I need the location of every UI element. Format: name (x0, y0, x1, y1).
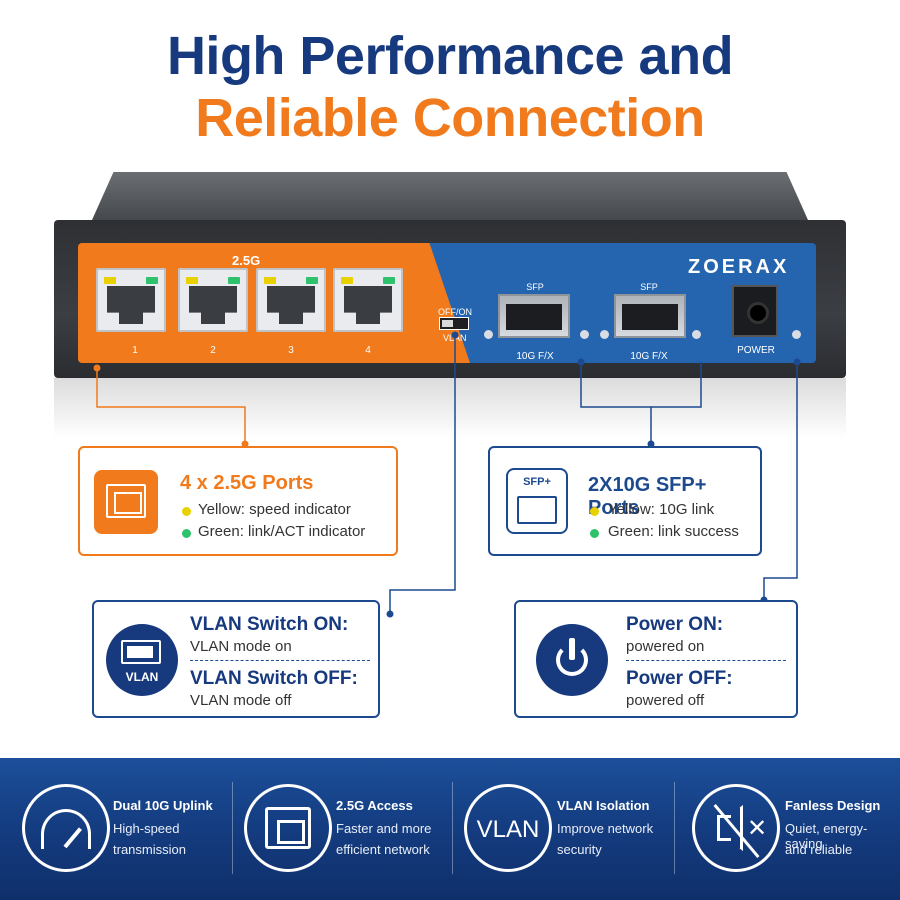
green-indicator-dot (590, 529, 599, 538)
yellow-indicator-dot (182, 507, 191, 516)
feature-text: security (557, 842, 602, 857)
headline-line-2: Reliable Connection (195, 88, 705, 148)
callout-power: Power ON: powered on Power OFF: powered … (514, 600, 798, 718)
sfp-icon-label: SFP+ (523, 476, 551, 488)
speedometer-icon (22, 784, 110, 872)
status-dot (580, 330, 589, 339)
link-led (146, 277, 158, 284)
feature-text: efficient network (336, 842, 430, 857)
vlan-off-text: VLAN mode off (190, 692, 292, 709)
power-on-title: Power ON: (626, 614, 724, 635)
separator (674, 782, 675, 874)
port-number: 1 (132, 345, 138, 356)
callout-sfp: SFP+ 2X10G SFP+ Ports Yellow: 10G link G… (488, 446, 762, 556)
feature-text: and reliable (785, 842, 853, 857)
ethernet-port-icon (94, 470, 158, 534)
features-band: Dual 10G Uplink High-speed transmission … (0, 758, 900, 900)
headline-line-1: High Performance and (166, 26, 734, 86)
callout-sfp-title: 2X10G SFP+ Ports (588, 474, 707, 519)
vlan-on-text: VLAN mode on (190, 638, 292, 655)
vlan-switch-top-label: OFF/ON (438, 307, 472, 317)
sfp-port-2 (614, 294, 686, 338)
port-number: 3 (288, 345, 294, 356)
status-dot (484, 330, 493, 339)
power-off-title: Power OFF: (626, 668, 733, 689)
port-number: 2 (210, 345, 216, 356)
power-icon (536, 624, 608, 696)
yellow-indicator-dot (590, 507, 599, 516)
ethernet-port-icon (244, 784, 332, 872)
vlan-off-title: VLAN Switch OFF: (190, 668, 358, 689)
power-caption: POWER (737, 345, 775, 356)
rj45-port-2 (178, 268, 248, 332)
feature-text: Faster and more (336, 821, 432, 836)
callout-vlan: VLAN VLAN Switch ON: VLAN mode on VLAN S… (92, 600, 380, 718)
callout-ports-title: 4 x 2.5G Ports (180, 472, 314, 494)
status-dot (692, 330, 701, 339)
feature-title: Dual 10G Uplink (113, 798, 213, 813)
feature-title: VLAN Isolation (557, 798, 650, 813)
separator (452, 782, 453, 874)
feature-title: 2.5G Access (336, 798, 413, 813)
feature-text: transmission (113, 842, 186, 857)
sfp-module-icon: SFP+ (506, 468, 568, 534)
callout-ports-line-2: Green: link/ACT indicator (198, 523, 366, 540)
status-dot (600, 330, 609, 339)
brand-logo: ZOERAX (688, 256, 790, 278)
power-jack[interactable] (732, 285, 778, 337)
port-group-label: 2.5G (232, 253, 261, 268)
power-off-text: powered off (626, 692, 705, 709)
divider (190, 660, 370, 661)
speed-led (104, 277, 116, 284)
link-led (306, 277, 318, 284)
power-on-text: powered on (626, 638, 705, 655)
status-dot (792, 330, 801, 339)
sfp-port-1 (498, 294, 570, 338)
rj45-port-1 (96, 268, 166, 332)
callout-ports-line-1: Yellow: speed indicator (198, 501, 351, 518)
vlan-icon: VLAN (464, 784, 552, 872)
vlan-switch-icon: VLAN (106, 624, 178, 696)
vlan-icon-text: VLAN (476, 816, 540, 843)
sfp-caption: 10G F/X (516, 351, 554, 362)
feature-text: Improve network (557, 821, 654, 836)
green-indicator-dot (182, 529, 191, 538)
link-led (228, 277, 240, 284)
vlan-on-title: VLAN Switch ON: (190, 614, 349, 635)
device-reflection (54, 378, 846, 438)
mute-speaker-icon: ✕ (692, 784, 780, 872)
vlan-icon-label: VLAN (125, 670, 159, 684)
vlan-dip-switch[interactable] (439, 317, 469, 330)
sfp-caption: 10G F/X (630, 351, 668, 362)
rj45-port-4 (333, 268, 403, 332)
callout-sfp-line-2: Green: link success (608, 523, 739, 540)
sfp-label: SFP (526, 282, 544, 292)
feature-text: Quiet, energy-saving (785, 821, 868, 851)
link-led (383, 277, 395, 284)
port-number: 4 (365, 345, 371, 356)
callout-sfp-line-1: Yellow: 10G link (608, 501, 715, 518)
feature-text: High-speed (113, 821, 180, 836)
speed-led (264, 277, 276, 284)
divider (626, 660, 786, 661)
separator (232, 782, 233, 874)
rj45-port-3 (256, 268, 326, 332)
callout-ports: 4 x 2.5G Ports Yellow: speed indicator G… (78, 446, 398, 556)
feature-title: Fanless Design (785, 798, 881, 813)
speed-led (341, 277, 353, 284)
device-top-cover (92, 172, 808, 220)
sfp-label: SFP (640, 282, 658, 292)
speed-led (186, 277, 198, 284)
